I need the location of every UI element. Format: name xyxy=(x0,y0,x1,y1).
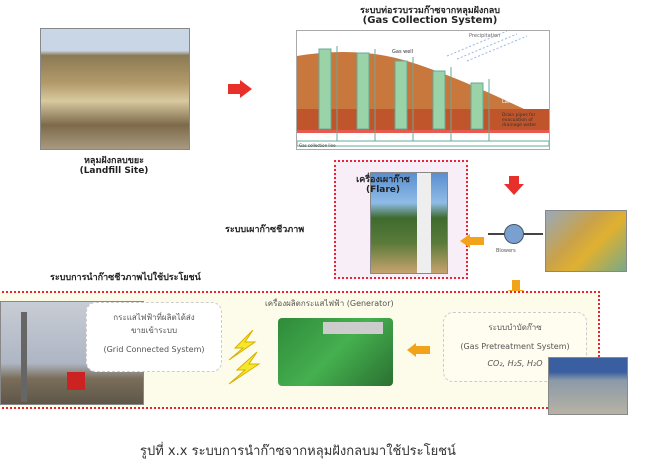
label-collection-line: Gas collection line xyxy=(299,143,336,148)
pretreatment-th: ระบบบำบัดก๊าซ xyxy=(488,323,542,332)
label-precipitation: Precipitation xyxy=(469,33,501,39)
pretreatment-en: (Gas Pretreatment System) xyxy=(460,342,570,351)
lightning-icon xyxy=(228,330,261,385)
blower-fan-icon xyxy=(504,224,524,244)
pretreatment-box: ระบบบำบัดก๊าซ (Gas Pretreatment System) … xyxy=(443,312,587,382)
grid-line2: ขายเข้าระบบ xyxy=(130,326,178,335)
arrow-down-icon xyxy=(509,176,519,184)
arrow-down-head xyxy=(504,184,524,195)
label-gas-well: Gas well xyxy=(392,49,414,55)
gas-collection-diagram: Precipitation Gas well Landfill Drain pi… xyxy=(296,30,550,150)
grid-connected-box: กระแสไฟฟ้าที่ผลิตได้ส่ง ขายเข้าระบบ (Gri… xyxy=(86,302,222,372)
landfill-title-en: (Landfill Site) xyxy=(79,166,149,176)
grid-en: (Grid Connected System) xyxy=(103,345,205,354)
arrow-down-orange-body xyxy=(512,280,520,290)
gas-collection-title-th: ระบบท่อรวบรวมก๊าซจากหลุมฝังกลบ xyxy=(360,6,500,16)
label-landfill: Landfill xyxy=(502,99,521,105)
flare-photo xyxy=(370,172,448,274)
landfill-title-th: หลุมฝังกลบขยะ xyxy=(84,156,144,166)
pretreatment-chem: CO₂, H₂S, H₂O xyxy=(487,359,543,368)
gas-collection-title-en: (Gas Collection System) xyxy=(362,15,498,26)
arrow-left-body xyxy=(470,237,484,245)
arrow-left-orange-body xyxy=(416,346,430,354)
label-drain: Drain pipes for evacuation of drainage w… xyxy=(502,113,537,128)
landfill-photo xyxy=(40,28,190,150)
grid-line1: กระแสไฟฟ้าที่ผลิตได้ส่ง xyxy=(113,313,195,322)
pretreatment-photo xyxy=(548,357,628,415)
arrow-right-icon xyxy=(228,84,240,94)
flare-title-en: (Flare) xyxy=(365,185,401,195)
generator-label: เครื่องผลิตกระแสไฟฟ้า (Generator) xyxy=(265,299,394,308)
figure-caption: รูปที่ x.x ระบบการนำก๊าซจากหลุมฝังกลบมาใ… xyxy=(140,444,456,459)
flare-system-label: ระบบเผาก๊าซชีวภาพ xyxy=(225,225,305,235)
blowers-label: Blowers xyxy=(496,248,516,254)
generator-photo xyxy=(278,318,393,386)
flare-title-th: เครื่องเผาก๊าซ xyxy=(356,175,410,185)
arrow-right-head xyxy=(240,80,252,98)
utilization-title: ระบบการนำก๊าซชีวภาพไปใช้ประโยชน์ xyxy=(50,273,201,283)
arrow-left-icon xyxy=(460,234,470,248)
arrow-left-orange-icon xyxy=(407,343,416,357)
blower-room-photo xyxy=(545,210,627,272)
landfill-cross-section xyxy=(297,31,549,147)
